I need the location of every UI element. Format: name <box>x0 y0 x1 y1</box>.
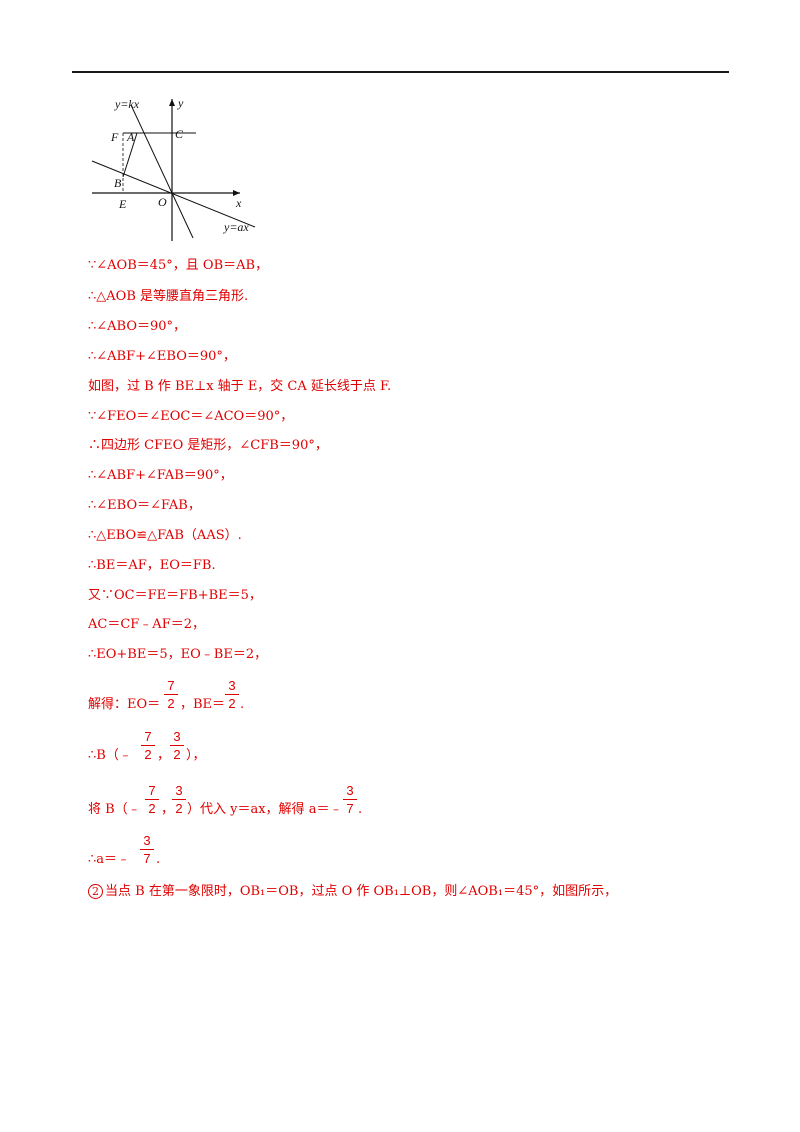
line-1: ∵∠AOB＝45°，且 OB＝AB， <box>88 258 269 273</box>
line-ykx <box>130 104 194 239</box>
label-O: O <box>158 195 167 209</box>
line-14: ∴EO+BE＝5，EO﹣BE＝2， <box>88 647 268 662</box>
case2-text: 当点 B 在第一象限时，OB₁＝OB，过点 O 作 OB₁⊥OB，则∠AOB₁＝… <box>105 884 618 899</box>
substitute-end: . <box>358 802 363 817</box>
line-11: ∴BE＝AF，EO＝FB. <box>88 558 216 573</box>
label-C: C <box>175 127 184 141</box>
line-6: ∵∠FEO＝∠EOC＝∠ACO＝90°， <box>88 409 294 424</box>
line-8: ∴∠ABF+∠FAB＝90°， <box>88 468 233 483</box>
line-3: ∴∠ABO＝90°， <box>88 319 187 334</box>
substitute-mid: ）代入 y＝ax，解得 a＝﹣ <box>187 802 343 817</box>
line-10: ∴△EBO≌△FAB（AAS）. <box>88 528 242 543</box>
label-x: x <box>235 196 242 210</box>
label-y: y <box>177 96 184 110</box>
label-ykx: y=kx <box>114 97 140 111</box>
line-5: 如图，过 B 作 BE⊥x 轴于 E，交 CA 延长线于点 F. <box>88 379 392 394</box>
line-yax <box>91 160 256 228</box>
segment-AB <box>122 132 138 178</box>
pointB-end: ）， <box>186 748 206 763</box>
y-axis-arrow <box>169 99 175 106</box>
solve-mid: ，BE＝ <box>180 697 226 712</box>
pointB-prefix: ∴B（﹣ <box>88 748 132 763</box>
line-13: AC＝CF﹣AF＝2， <box>88 617 205 632</box>
result-prefix: ∴a＝﹣ <box>88 852 131 867</box>
x-axis-arrow <box>233 190 240 196</box>
solve-end: . <box>240 697 245 712</box>
label-F: F <box>110 130 119 144</box>
line-7: ∴四边形 CFEO 是矩形，∠CFB＝90°， <box>88 438 328 453</box>
header-rule <box>72 71 729 73</box>
label-yax: y=ax <box>223 220 249 234</box>
line-4: ∴∠ABF+∠EBO＝90°， <box>88 349 236 364</box>
substitute-prefix: 将 B（﹣ <box>88 802 141 817</box>
label-B: B <box>114 176 122 190</box>
solve-prefix: 解得：EO＝ <box>88 697 161 712</box>
label-E: E <box>118 197 127 211</box>
line-9: ∴∠EBO＝∠FAB， <box>88 498 201 513</box>
line-12: 又∵OC＝FE＝FB+BE＝5， <box>88 588 262 603</box>
label-A: A <box>126 130 135 144</box>
result-end: . <box>156 852 161 867</box>
circled-number: 2 <box>88 884 103 899</box>
line-2: ∴△AOB 是等腰直角三角形. <box>88 289 249 304</box>
substitute-comma: ， <box>161 802 175 817</box>
pointB-comma: ， <box>157 748 171 763</box>
coordinate-figure: y=kx y F A C B E O x y=ax <box>91 96 256 241</box>
